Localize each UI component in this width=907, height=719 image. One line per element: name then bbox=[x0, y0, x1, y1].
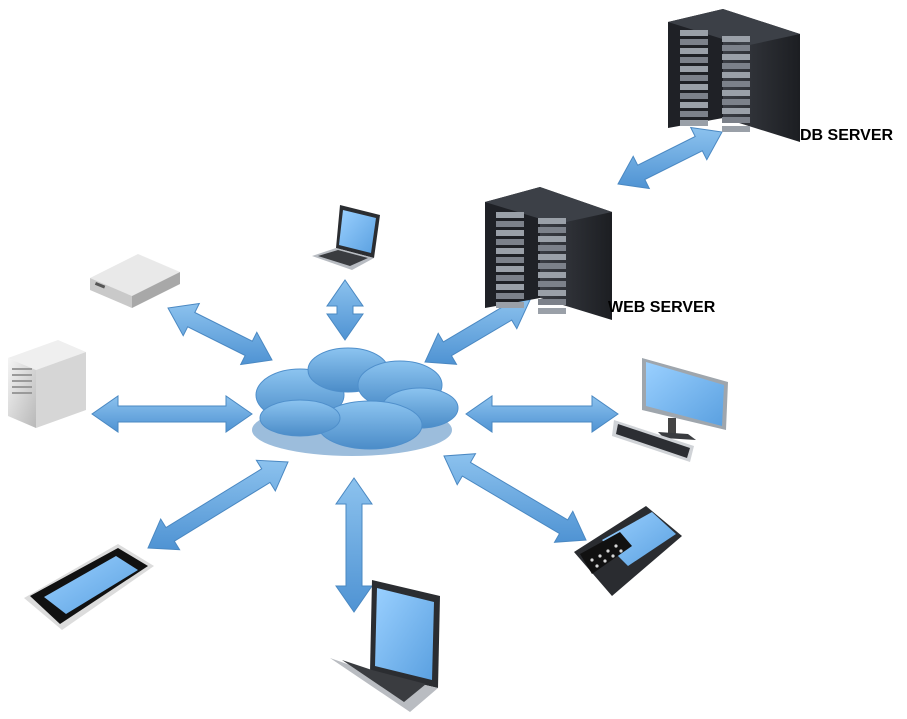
drive-bay bbox=[680, 120, 708, 126]
arrow-smartphone bbox=[147, 459, 289, 551]
drive-bay bbox=[538, 281, 566, 287]
drive-bay bbox=[538, 227, 566, 233]
drive-bay bbox=[680, 30, 708, 36]
db-server-label: DB SERVER bbox=[800, 127, 894, 144]
drive-bay bbox=[538, 272, 566, 278]
web-server-label: WEB SERVER bbox=[608, 299, 716, 316]
drive-bay bbox=[538, 263, 566, 269]
arrow-db-server bbox=[617, 126, 723, 190]
drive-bay bbox=[722, 108, 750, 114]
arrow-top-laptop bbox=[326, 279, 364, 341]
arrow-web-server bbox=[424, 297, 531, 365]
drive-bay bbox=[496, 275, 524, 281]
drive-bay bbox=[722, 45, 750, 51]
drive-bay bbox=[680, 75, 708, 81]
arrow-bottom-laptop bbox=[335, 477, 373, 613]
drive-bay bbox=[496, 284, 524, 290]
drive-bay bbox=[538, 236, 566, 242]
desktop-monitor-icon bbox=[612, 358, 728, 462]
drive-bay bbox=[496, 302, 524, 308]
drive-bay bbox=[496, 230, 524, 236]
drive-bay bbox=[680, 48, 708, 54]
drive-bay bbox=[538, 218, 566, 224]
drive-bay bbox=[722, 99, 750, 105]
drive-bay bbox=[722, 126, 750, 132]
drive-bay bbox=[722, 54, 750, 60]
drive-bay bbox=[722, 81, 750, 87]
arrow-network-appliance bbox=[167, 302, 273, 366]
arrow-blackberry-phone bbox=[443, 453, 587, 543]
blackberry-phone-icon bbox=[574, 506, 682, 596]
drive-bay bbox=[496, 293, 524, 299]
web-server-icon bbox=[485, 187, 612, 320]
drive-bay bbox=[680, 39, 708, 45]
top-laptop-icon bbox=[312, 205, 380, 270]
drive-bay bbox=[538, 290, 566, 296]
network-appliance-icon bbox=[90, 254, 180, 308]
db-server-icon bbox=[668, 9, 800, 142]
drive-bay bbox=[722, 63, 750, 69]
tower-pc-icon bbox=[8, 340, 86, 428]
drive-bay bbox=[496, 239, 524, 245]
connection-arrows bbox=[91, 126, 723, 613]
drive-bay bbox=[496, 212, 524, 218]
drive-bay bbox=[538, 299, 566, 305]
arrow-tower-pc bbox=[91, 395, 253, 433]
drive-bay bbox=[680, 57, 708, 63]
drive-bay bbox=[680, 84, 708, 90]
drive-bay bbox=[680, 111, 708, 117]
drive-bay bbox=[496, 248, 524, 254]
bottom-laptop-icon bbox=[330, 580, 440, 712]
drive-bay bbox=[722, 117, 750, 123]
cloud-icon bbox=[252, 347, 459, 456]
drive-bay bbox=[496, 266, 524, 272]
drive-bay bbox=[680, 93, 708, 99]
arrow-desktop-monitor bbox=[465, 395, 619, 433]
drive-bay bbox=[538, 308, 566, 314]
drive-bay bbox=[538, 254, 566, 260]
smartphone-left-icon bbox=[24, 544, 154, 630]
drive-bay bbox=[722, 36, 750, 42]
drive-bay bbox=[680, 102, 708, 108]
drive-bay bbox=[496, 257, 524, 263]
drive-bay bbox=[496, 221, 524, 227]
drive-bay bbox=[722, 72, 750, 78]
drive-bay bbox=[680, 66, 708, 72]
drive-bay bbox=[538, 245, 566, 251]
drive-bay bbox=[722, 90, 750, 96]
